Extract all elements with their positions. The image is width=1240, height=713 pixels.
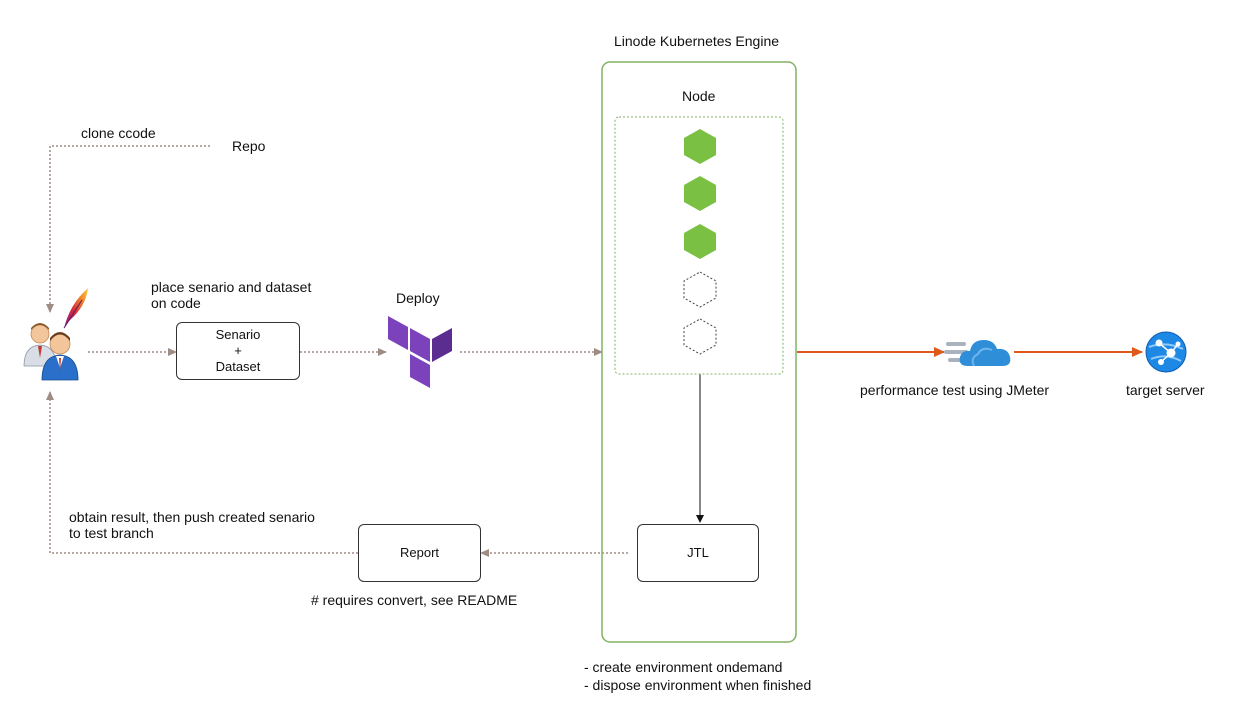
node-title: Node (682, 88, 716, 104)
report-note: # requires convert, see README (311, 592, 518, 608)
empty-pod-icon (683, 271, 717, 308)
deploy-label: Deploy (396, 290, 440, 306)
env-note-line1: - create environment ondemand (584, 659, 783, 675)
scenario-box[interactable]: Senario + Dataset (176, 322, 300, 380)
scenario-box-line3: Dataset (215, 359, 261, 374)
terraform-icon (388, 316, 452, 388)
cloud-icon (944, 340, 1011, 367)
place-label-line2: on code (151, 295, 201, 311)
pod-icon (684, 224, 716, 259)
node-container (614, 116, 784, 375)
jtl-label: JTL (687, 545, 709, 560)
jmeter-label: performance test using JMeter (860, 382, 1050, 398)
scenario-box-line1: Senario (215, 327, 261, 342)
cluster-title: Linode Kubernetes Engine (614, 33, 780, 49)
clone-connector (46, 145, 210, 313)
env-note-line2: - dispose environment when finished (584, 677, 812, 693)
pod-icon (684, 176, 716, 211)
feather-icon (63, 288, 88, 329)
scenario-box-line2: + (234, 343, 242, 358)
report-label: Report (399, 545, 440, 560)
obtain-label-line2: to test branch (69, 525, 154, 541)
empty-pod-icon (683, 318, 717, 355)
obtain-label-line1: obtain result, then push created senario (69, 509, 315, 525)
pod-icon (684, 129, 716, 164)
users-icon (23, 323, 79, 381)
place-label-line1: place senario and dataset (151, 279, 312, 295)
cluster-container (601, 61, 797, 643)
jtl-box[interactable]: JTL (637, 524, 759, 582)
clone-label: clone ccode (81, 125, 156, 141)
repo-label: Repo (232, 138, 266, 154)
report-box[interactable]: Report (358, 524, 481, 582)
report-to-users-connector (46, 391, 358, 554)
target-label: target server (1126, 382, 1205, 398)
target-server-icon (1145, 331, 1187, 373)
